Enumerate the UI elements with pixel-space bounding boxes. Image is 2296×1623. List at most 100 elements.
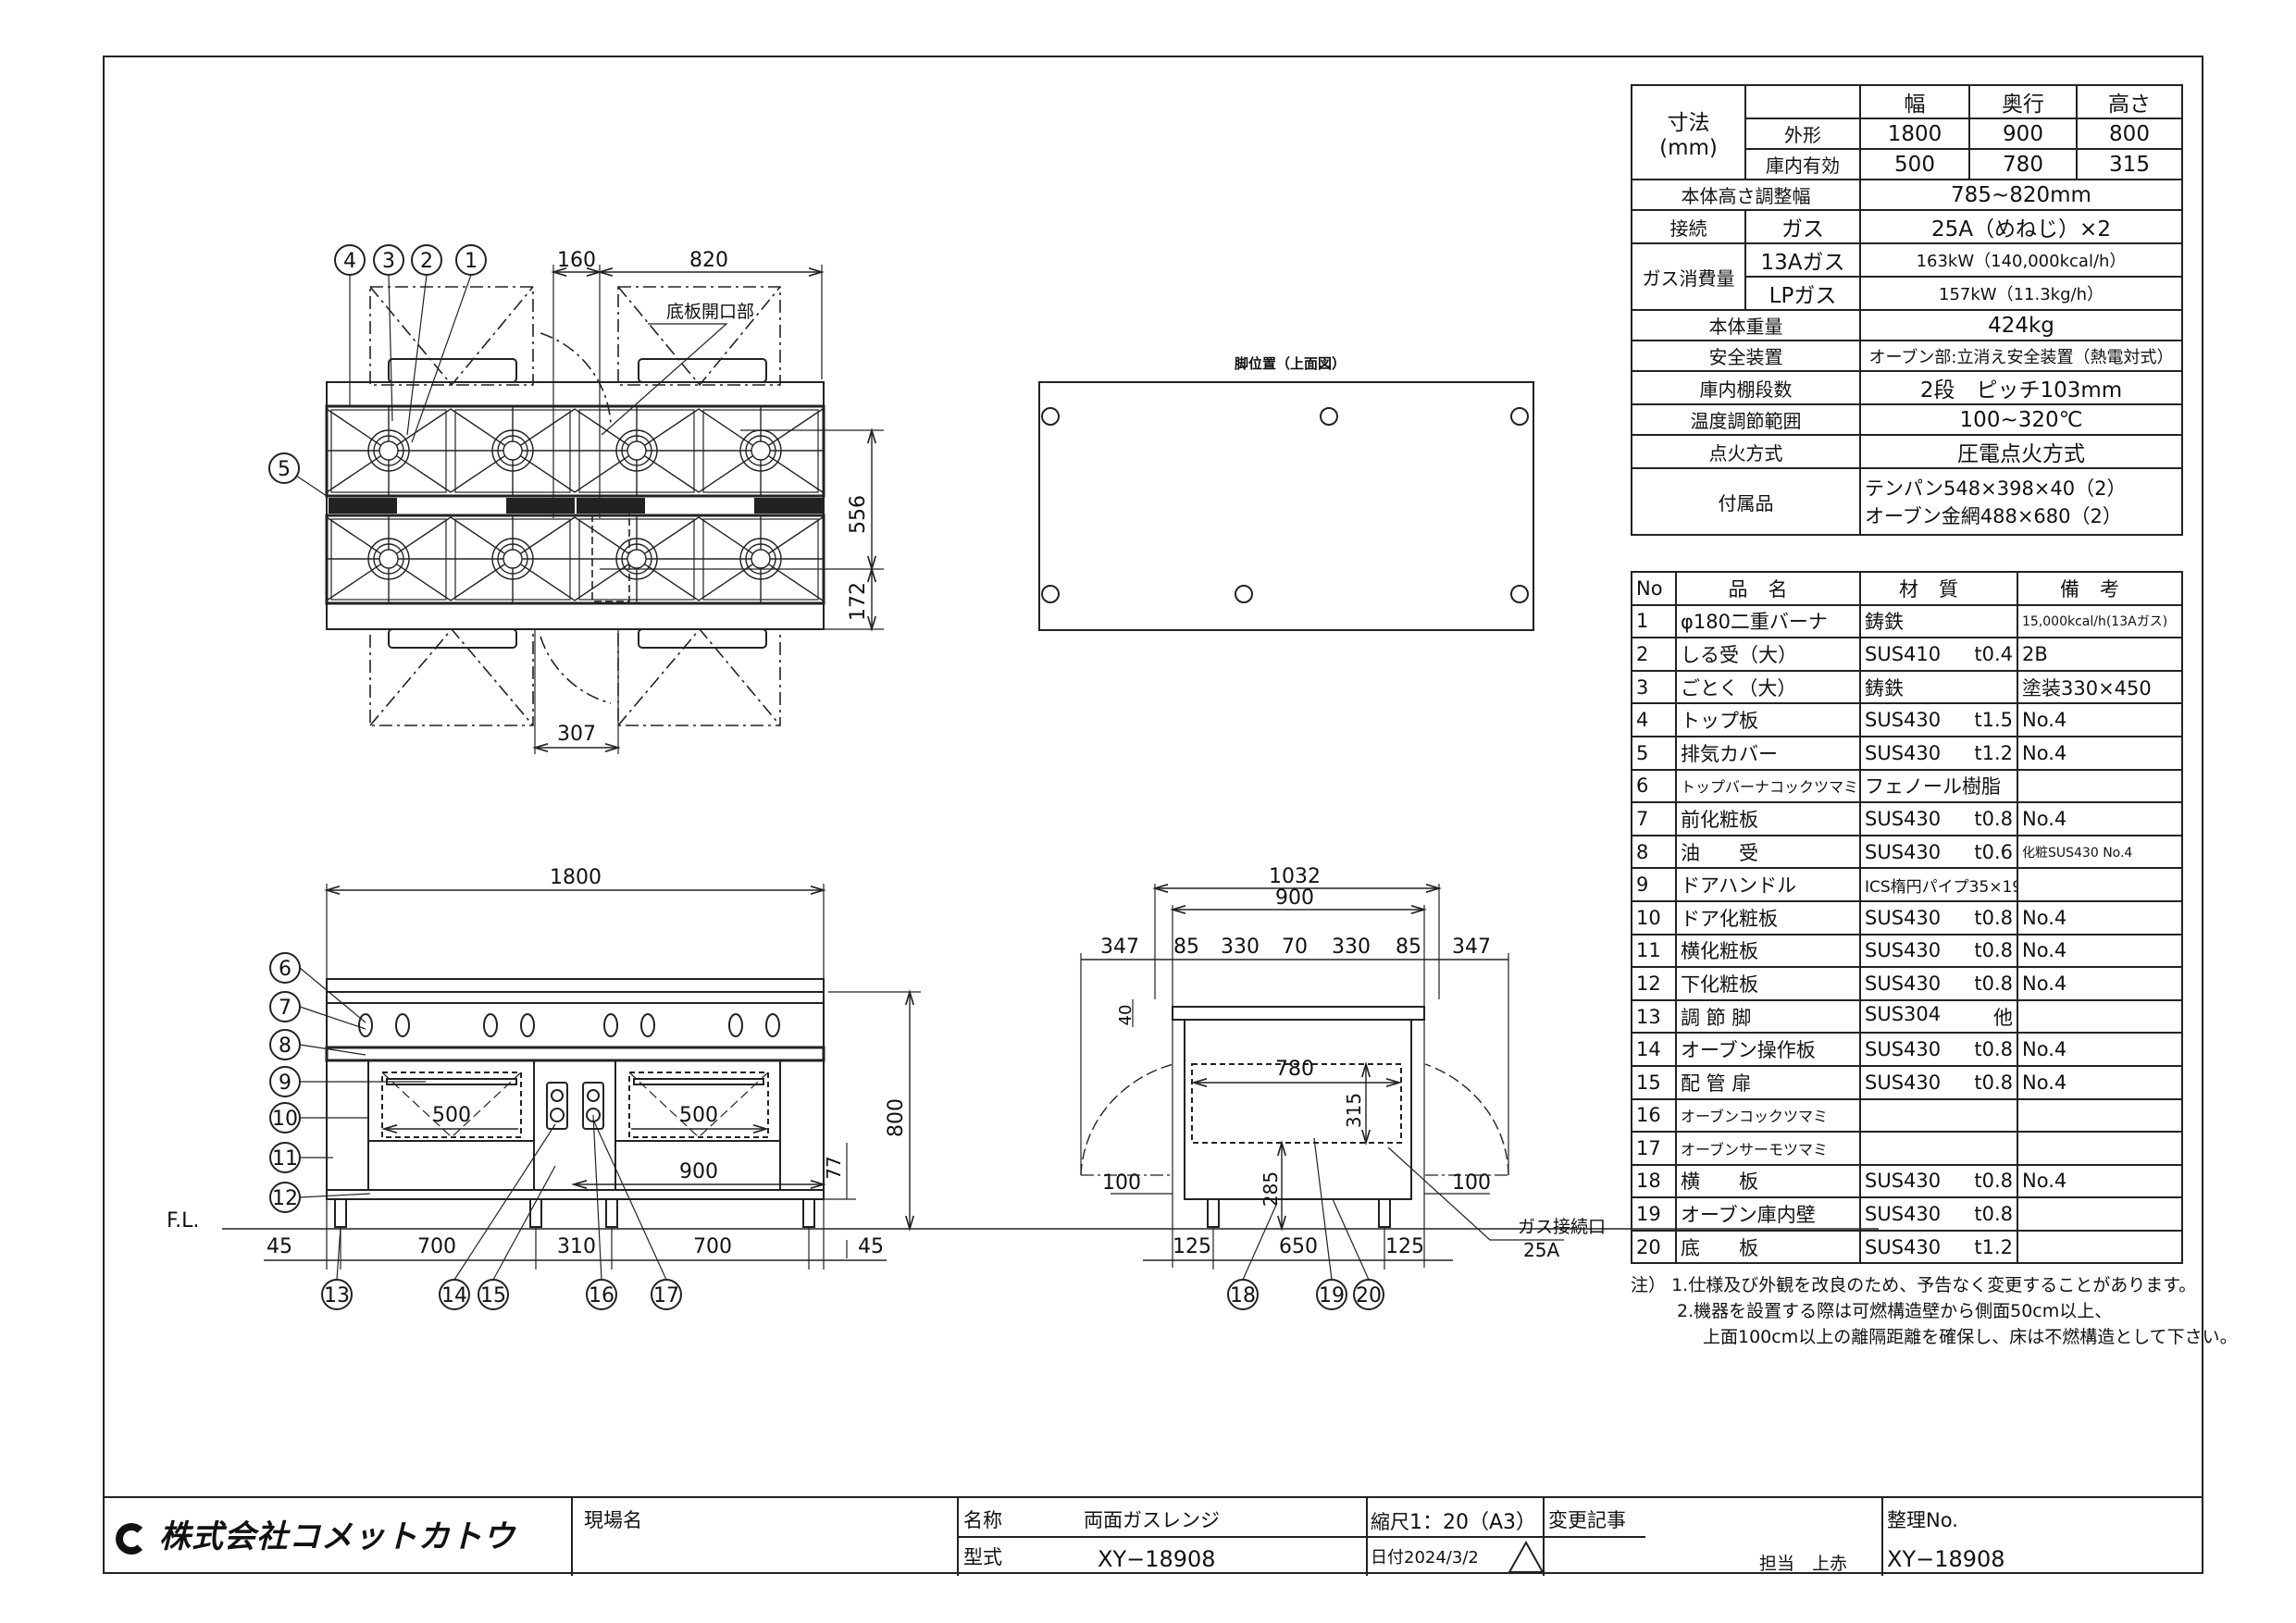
dim-40: 40 <box>1116 1005 1136 1026</box>
dim-780: 780 <box>1275 1058 1314 1081</box>
part-note: No.4 <box>2017 801 2183 836</box>
spec-dim-label: 寸法(mm) <box>1631 84 1746 180</box>
door-swing-outlines <box>369 286 781 726</box>
top-edge <box>326 991 825 1004</box>
side-top-dim: 330 <box>1221 935 1260 959</box>
part-note <box>2017 1097 2183 1134</box>
part-name: オーブンサーモツマミ <box>1675 1131 1861 1166</box>
spec-value: テンパン548×398×40（2）オーブン金網488×680（2） <box>1859 467 2183 536</box>
part-number: 15 <box>1631 1064 1677 1100</box>
parts-header: No <box>1631 571 1677 606</box>
dim-1032: 1032 <box>1269 865 1321 888</box>
part-name: 底 板 <box>1675 1229 1861 1265</box>
part-note <box>2017 1229 2183 1265</box>
dim-1800: 1800 <box>550 866 602 889</box>
spec-value: オーブン部:立消え安全装置（熱電対式） <box>1859 340 2183 372</box>
spec-value: 100~320℃ <box>1859 403 2183 436</box>
part-number: 8 <box>1631 834 1677 870</box>
company-name: 株式会社コメットカトウ <box>158 1518 515 1555</box>
oil-pan <box>325 1046 825 1062</box>
side-top-dim: 347 <box>1100 935 1139 959</box>
site-label: 現場名 <box>584 1509 642 1531</box>
knob-icon <box>640 1013 655 1037</box>
dim-172: 172 <box>847 582 870 621</box>
balloon-14: 14 <box>439 1279 470 1310</box>
burner-icon <box>574 406 700 495</box>
change-record-label: 変更記事 <box>1548 1509 1626 1531</box>
part-number: 6 <box>1631 768 1677 804</box>
part-material <box>1859 1131 2018 1166</box>
leg-view-title: 脚位置（上面図） <box>1235 355 1346 372</box>
note-2b: 上面100cm以上の離隔距離を確保し、床は不燃構造として下さい。 <box>1703 1327 2238 1347</box>
balloon-3: 3 <box>373 244 404 276</box>
front-bottom-dim: 310 <box>557 1235 596 1258</box>
side-body <box>1184 1019 1412 1200</box>
spec-inner-value: 315 <box>2076 148 2183 180</box>
dim-307: 307 <box>557 723 596 746</box>
name-label: 名称 <box>963 1509 1002 1531</box>
spec-value: 163kW（140,000kcal/h） <box>1859 242 2183 278</box>
staff: 担当 上赤 <box>1759 1554 1848 1574</box>
adjustable-legs <box>334 1198 815 1228</box>
part-number: 5 <box>1631 735 1677 771</box>
part-name: オーブンコックツマミ <box>1675 1097 1861 1134</box>
balloon-2-label: 2 <box>420 250 433 273</box>
part-name: オーブン庫内壁 <box>1675 1196 1861 1232</box>
side-bottom-dim: 650 <box>1279 1235 1318 1258</box>
balloon-3-label: 3 <box>382 250 395 273</box>
balloon-1: 1 <box>455 244 487 276</box>
part-note: No.4 <box>2017 933 2183 969</box>
part-material: 鋳鉄 <box>1859 603 2018 639</box>
part-name: しる受（大） <box>1675 637 1861 672</box>
part-name: 配 管 扉 <box>1675 1064 1861 1100</box>
knob-icon <box>395 1013 410 1037</box>
spec-label: 庫内棚段数 <box>1631 370 1861 405</box>
dim-900: 900 <box>679 1160 718 1183</box>
note-2: 2.機器を設置する際は可燃構造壁から側面50cm以上、 <box>1677 1301 2113 1321</box>
reference-label: 整理No. <box>1887 1509 1958 1531</box>
spec-outer-value: 1800 <box>1859 118 1970 150</box>
knob-icon <box>483 1013 498 1037</box>
burner-icon <box>574 514 700 603</box>
notes: 注） 1.仕様及び外観を改良のため、予告なく変更することがあります。 2.機器を… <box>1631 1272 2238 1350</box>
part-name: ごとく（大） <box>1675 669 1861 705</box>
front-view: 1800 F.L. 800 77 900 500 500 <box>167 866 1879 1310</box>
part-number: 16 <box>1631 1097 1677 1134</box>
balloon-2: 2 <box>411 244 442 276</box>
part-name: φ180二重バーナ <box>1675 603 1861 639</box>
handle-back-left <box>388 358 517 383</box>
model-number: XY−18908 <box>1098 1546 1216 1572</box>
part-number: 10 <box>1631 899 1677 935</box>
part-number: 3 <box>1631 669 1677 705</box>
grates-side <box>326 978 825 993</box>
spec-label: 点火方式 <box>1631 434 1861 469</box>
part-note: 15,000kcal/h(13Aガス) <box>2017 603 2183 639</box>
side-top-dim: 85 <box>1396 935 1421 959</box>
part-number: 20 <box>1631 1229 1677 1265</box>
bottom-rail <box>326 1189 825 1200</box>
spec-inner-value: 500 <box>1859 148 1970 180</box>
part-material: 鋳鉄 <box>1859 669 2018 705</box>
